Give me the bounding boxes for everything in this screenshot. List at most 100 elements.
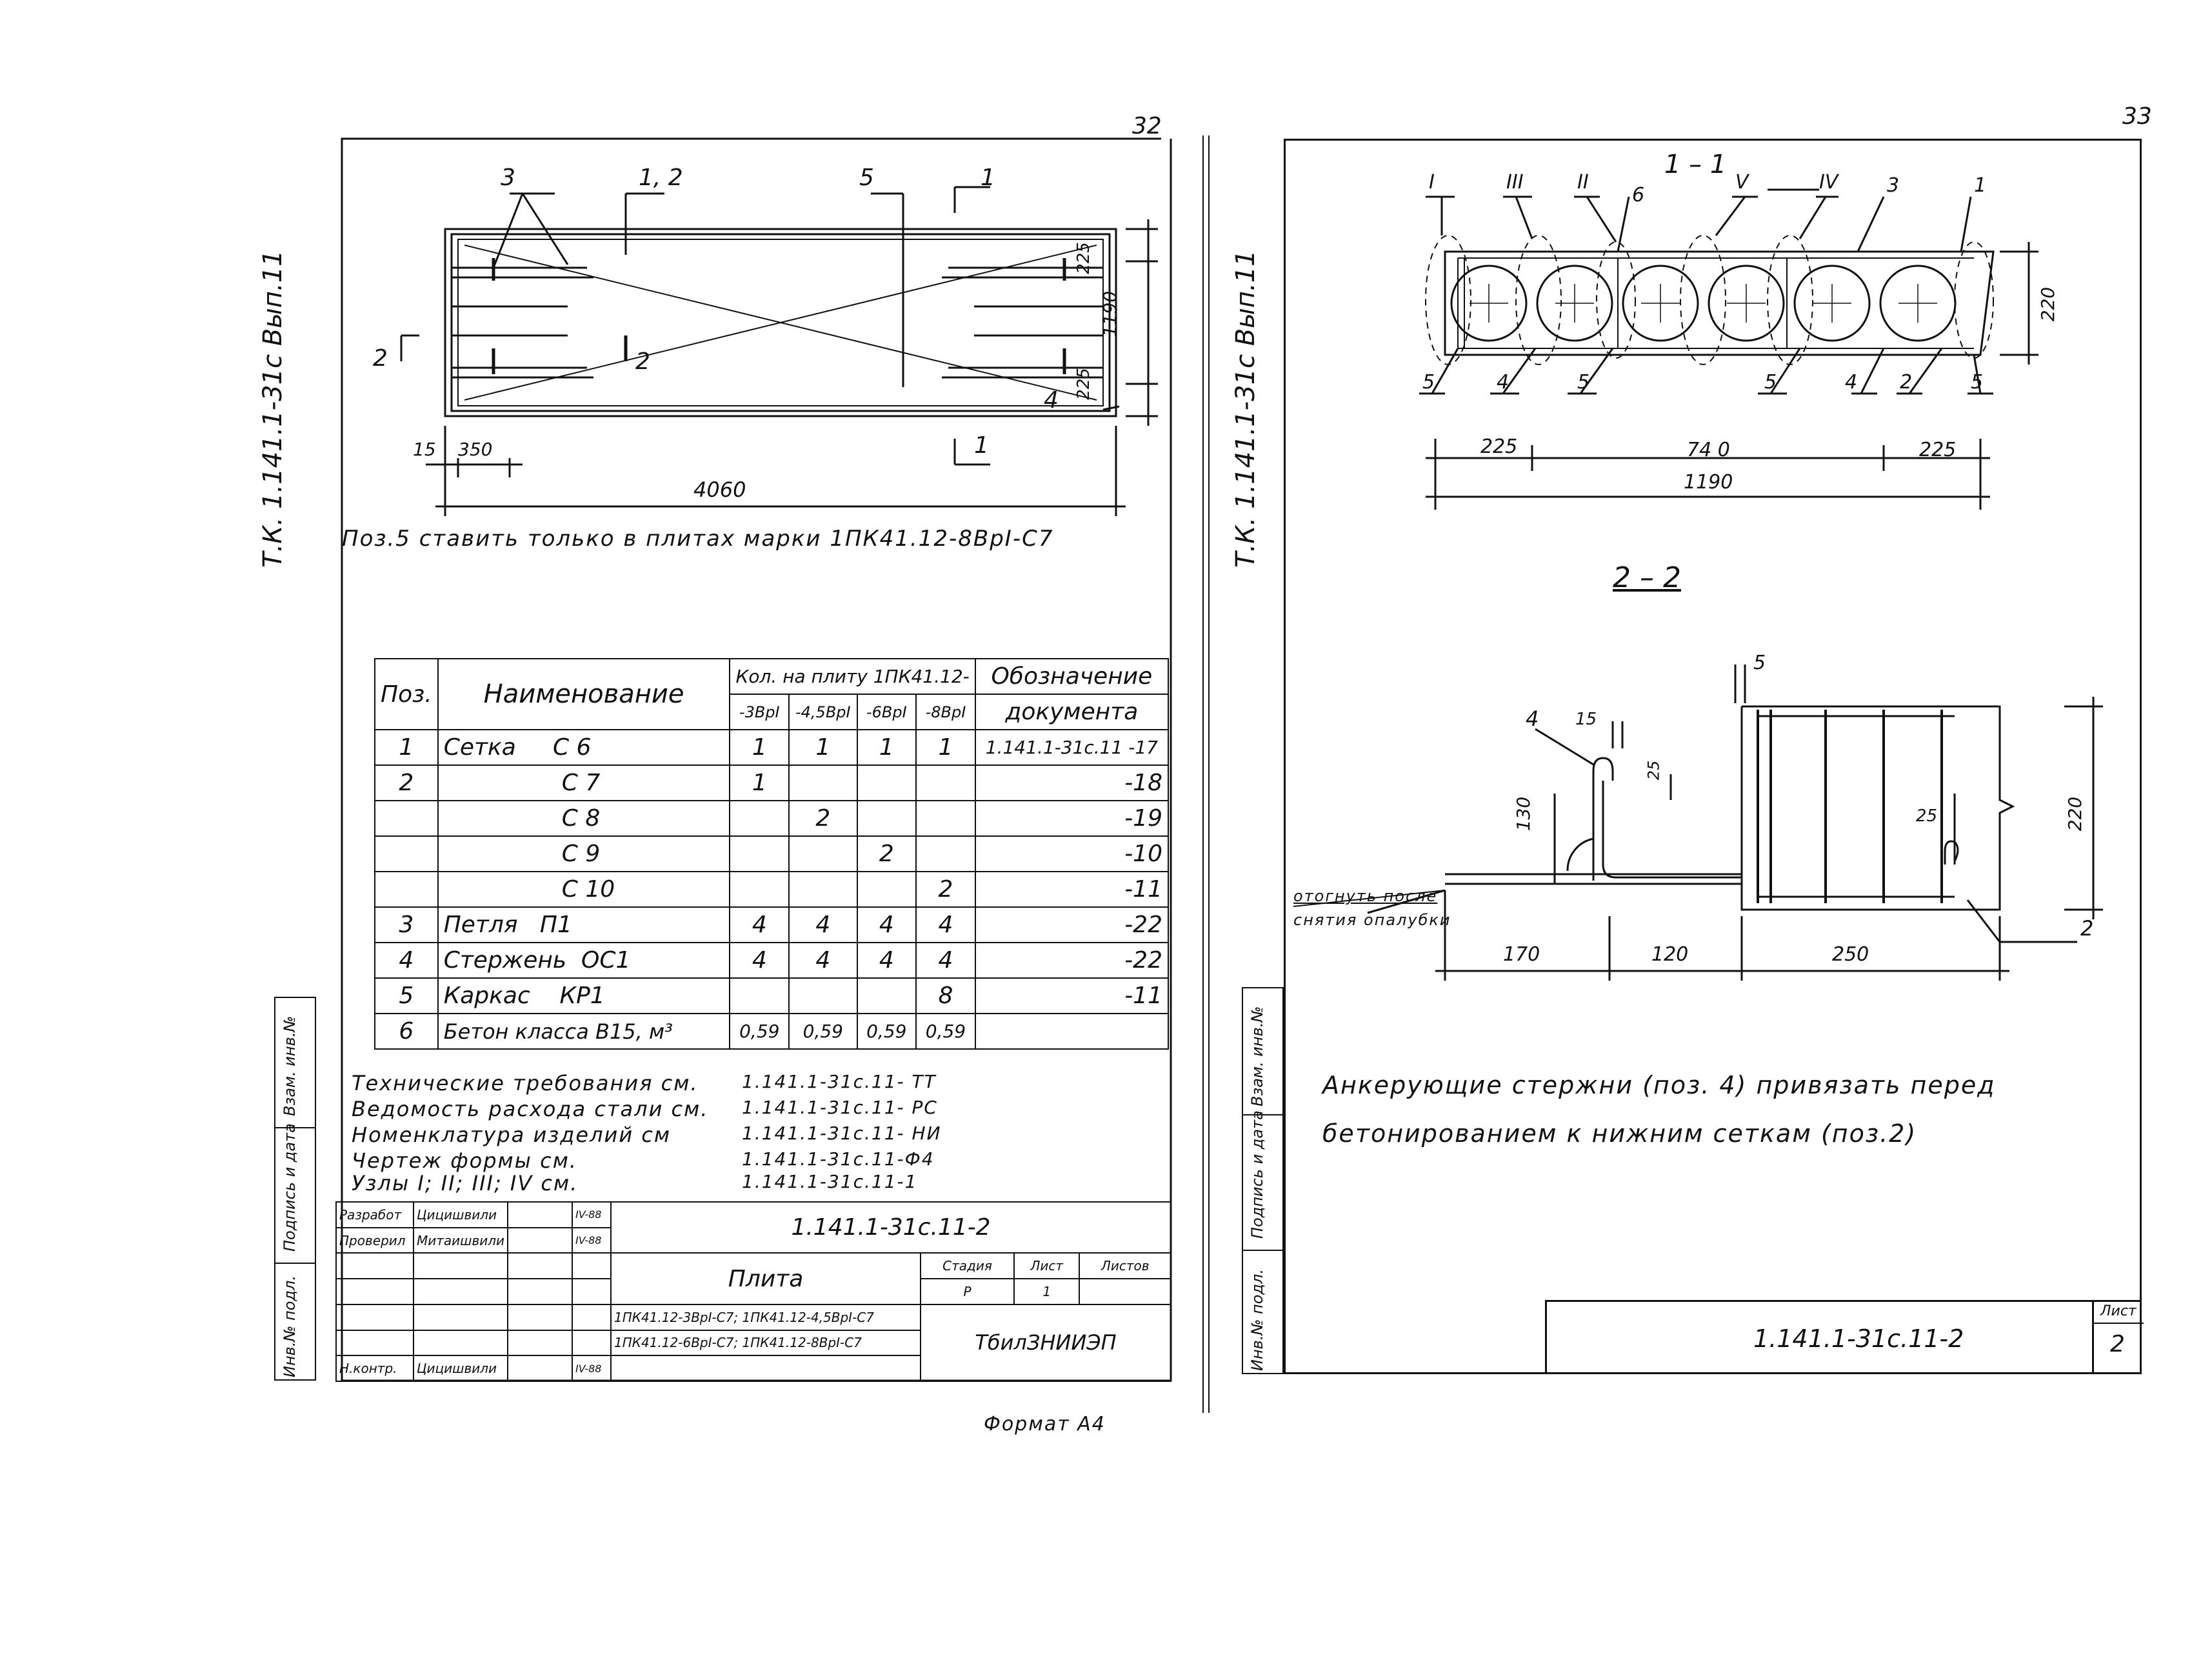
dim-220: 220 (2037, 286, 2059, 322)
tb-code: 1.141.1-31с.11-2 (610, 1201, 1171, 1254)
spec-subheader-3: -6ВрI (856, 694, 917, 730)
label-1: 1 (1974, 174, 1987, 197)
tb-date-3: IV-88 (572, 1355, 612, 1382)
tb-stage: Р (920, 1278, 1015, 1305)
label-IV: IV (1819, 171, 1838, 194)
ref-code: 1.141.1-31с.11- РС (742, 1097, 938, 1118)
row-doc: -22 (974, 942, 1170, 979)
label-I: I (1429, 171, 1435, 194)
tb-org: ТбилЗНИИЭП (920, 1303, 1171, 1383)
label-bottom-5d: 5 (1971, 371, 1984, 394)
section-2-2-drawing (1293, 665, 2103, 981)
section-2-2-title: 2 – 2 (1613, 561, 1681, 594)
table-row: 3 Петля П1 4 4 4 4 -22 (374, 906, 1170, 943)
dim-15: 15 (413, 439, 436, 460)
plan-label-3: 3 (501, 165, 515, 191)
row-doc: -22 (974, 906, 1170, 943)
s22-label-15: 15 (1575, 710, 1597, 729)
dim-1190-bottom: 1190 (1684, 471, 1733, 494)
left-side-stamp (274, 997, 316, 1381)
spec-header-pos: Поз. (374, 658, 439, 730)
left-page-number: 32 (1132, 113, 1162, 139)
spec-header-name: Наименование (437, 658, 731, 730)
tb-title: Плита (610, 1252, 922, 1305)
row-name: Каркас КР1 (437, 977, 731, 1014)
row-q1 (729, 977, 790, 1014)
tb-name-1: Цицишвили (412, 1201, 509, 1228)
left-stamp-sign: Подпись и дата (281, 1123, 299, 1252)
row-pos: 2 (374, 765, 439, 801)
label-bottom-5c: 5 (1764, 371, 1777, 394)
row-name: Сетка С 6 (437, 729, 731, 766)
row-name: С 8 (437, 800, 731, 837)
row-q2: 1 (788, 729, 858, 766)
label-bottom-5a: 5 (1422, 371, 1435, 394)
spec-header-doc-1: Обозначение (974, 658, 1170, 695)
tb-subtitle-1: 1ПК41.12-3ВрI-С7; 1ПК41.12-4,5ВрI-С7 (610, 1303, 922, 1331)
s22-label-4: 4 (1526, 706, 1539, 731)
row-doc: -11 (974, 871, 1170, 908)
plan-label-4: 4 (1044, 387, 1059, 414)
row-name: С 9 (437, 835, 731, 872)
anchor-note-line-2: бетонированием к нижним сеткам (поз.2) (1322, 1119, 1917, 1148)
row-q4: 1 (915, 729, 976, 766)
label-V: V (1735, 171, 1749, 194)
row-q4: 4 (915, 906, 976, 943)
dim-225-bottom: 225 (1073, 368, 1093, 400)
row-pos (374, 871, 439, 908)
row-pos: 3 (374, 906, 439, 943)
left-side-code: Т.К. 1.141.1-31с Вып.11 (258, 250, 288, 568)
row-q3: 4 (856, 906, 917, 943)
s22-note-1: отогнуть после (1293, 887, 1438, 905)
row-doc (974, 1013, 1170, 1050)
dim-225-right: 225 (1919, 439, 1957, 461)
tb-date-1: IV-88 (572, 1201, 612, 1228)
row-q3: 0,59 (856, 1013, 917, 1050)
row-q1: 1 (729, 765, 790, 801)
row-q2: 0,59 (788, 1013, 858, 1050)
center-divider (1202, 135, 1210, 1413)
plan-label-1-top: 1 (981, 165, 995, 191)
s22-label-25a: 25 (1644, 760, 1663, 781)
row-q2 (788, 977, 858, 1014)
row-pos: 6 (374, 1013, 439, 1050)
table-row: С 10 2 -11 (374, 871, 1170, 908)
row-q1: 4 (729, 906, 790, 943)
ref-label: Узлы I; II; III; IV см. (352, 1171, 579, 1195)
dim-4060: 4060 (693, 477, 746, 502)
tb-header-stage: Стадия (920, 1252, 1015, 1280)
ref-code: 1.141.1-31с.11- ТТ (742, 1071, 937, 1092)
label-bottom-5b: 5 (1577, 371, 1590, 394)
tb-role-3: Н.контр. (335, 1355, 414, 1382)
label-III: III (1506, 171, 1524, 194)
row-q4 (915, 765, 976, 801)
table-row: 5 Каркас КР1 8 -11 (374, 977, 1170, 1014)
s22-dim-170: 170 (1503, 943, 1540, 966)
row-q1: 1 (729, 729, 790, 766)
row-q4 (915, 835, 976, 872)
tb-subtitle-2: 1ПК41.12-6ВрI-С7; 1ПК41.12-8ВрI-С7 (610, 1329, 922, 1357)
ref-label: Номенклатура изделий см (352, 1123, 672, 1147)
tb-role-1: Разработ (335, 1201, 414, 1228)
row-q4 (915, 800, 976, 837)
row-doc: -10 (974, 835, 1170, 872)
row-name: С 10 (437, 871, 731, 908)
row-q3 (856, 977, 917, 1014)
s22-note-2: снятия опалубки (1293, 911, 1451, 929)
row-name: С 7 (437, 765, 731, 801)
spec-subheader-4: -8ВрI (915, 694, 976, 730)
row-q4: 0,59 (915, 1013, 976, 1050)
s22-label-130: 130 (1513, 796, 1535, 832)
section-1-1-title: 1 – 1 (1664, 150, 1727, 179)
tb-header-sheet: Лист (1013, 1252, 1081, 1280)
ref-label: Чертеж формы см. (352, 1148, 577, 1173)
row-q4: 8 (915, 977, 976, 1014)
left-stamp-replace: Взам. инв.№ (281, 1015, 299, 1116)
right-title-block: 1.141.1-31с.11-2 Лист 2 (1545, 1300, 2144, 1374)
spec-header-qty: Кол. на плиту 1ПК41.12- (729, 658, 976, 695)
tb-name-3: Цицишвили (412, 1355, 509, 1382)
s22-label-5: 5 (1753, 652, 1766, 674)
label-6: 6 (1632, 184, 1645, 206)
label-bottom-4a: 4 (1497, 371, 1510, 394)
ref-code: 1.141.1-31с.11-Ф4 (742, 1148, 935, 1170)
